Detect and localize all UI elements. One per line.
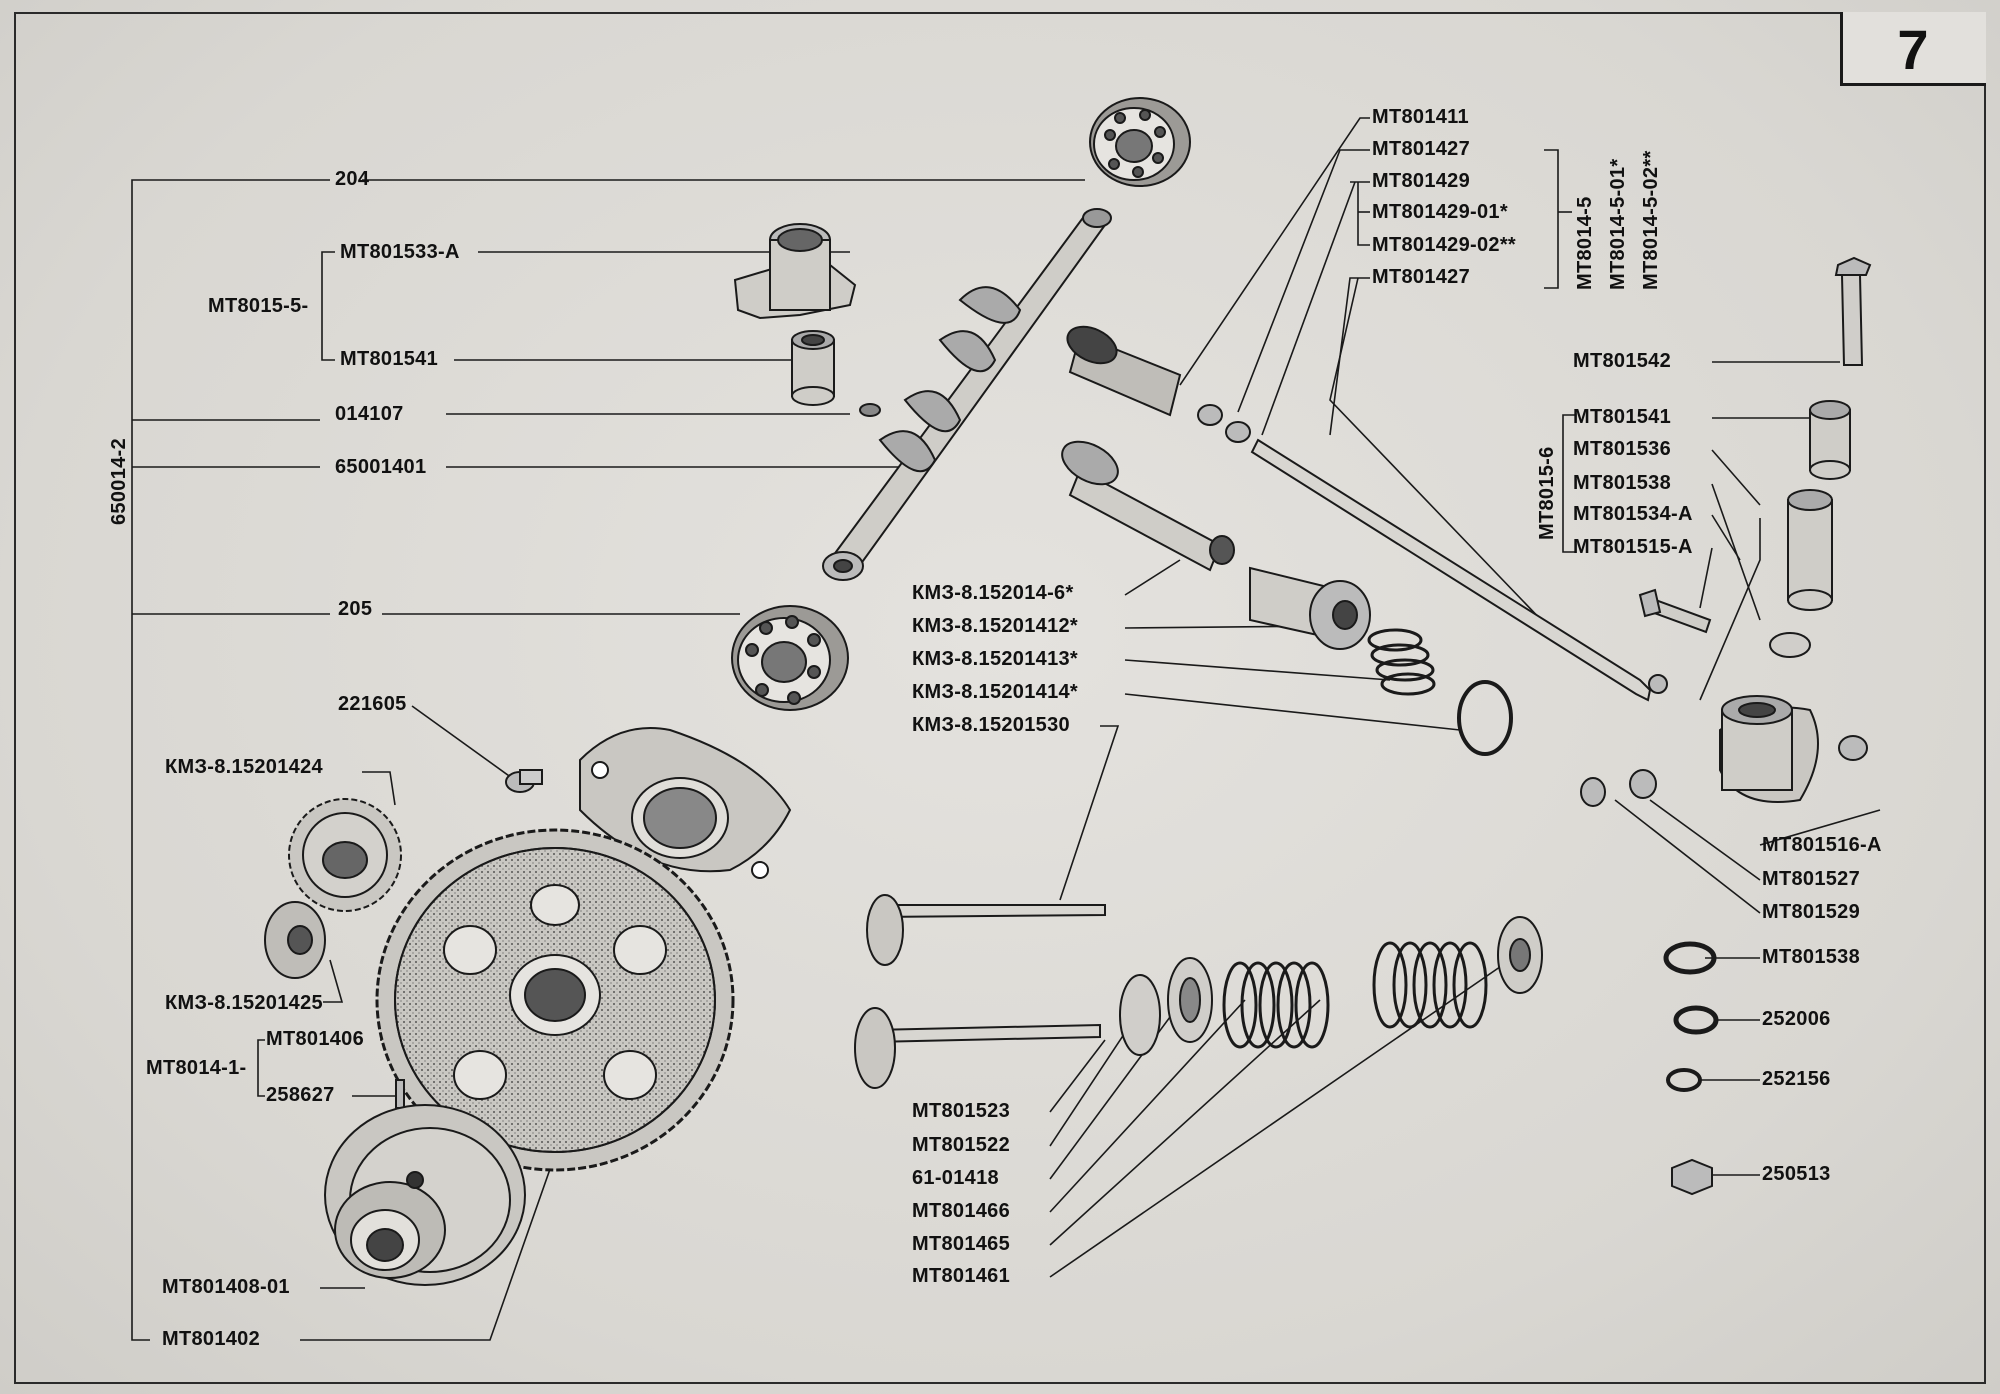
- label-mt801538-a: MT801538: [1573, 472, 1672, 494]
- label-mt801534a: MT801534-A: [1573, 503, 1693, 525]
- label-221605: 221605: [338, 693, 407, 715]
- spring-mt801465: [1372, 941, 1488, 1029]
- label-mt801402: MT801402: [162, 1328, 261, 1350]
- label-mt801427-a: MT801427: [1372, 138, 1471, 160]
- label-252156: 252156: [1762, 1068, 1831, 1090]
- label-kmz-15201413: КМЗ-8.15201413*: [912, 648, 1079, 670]
- spring-mt801466: [1222, 961, 1330, 1049]
- adjusting-screw-mt801429: [1225, 421, 1251, 443]
- label-mt801515a: MT801515-A: [1573, 536, 1693, 558]
- bracket-mt801533a: [733, 223, 857, 320]
- label-mt801533a: MT801533-A: [340, 241, 460, 263]
- label-mt8014-5: MT8014-5: [1574, 196, 1596, 290]
- label-mt801542: MT801542: [1573, 350, 1672, 372]
- label-mt801516a: MT801516-A: [1762, 834, 1882, 856]
- label-014107: 014107: [335, 403, 404, 425]
- hub-mt801408-01: [324, 1104, 526, 1286]
- label-mt801527: MT801527: [1762, 868, 1861, 890]
- label-65001401: 65001401: [335, 456, 427, 478]
- label-205: 205: [338, 598, 373, 620]
- label-mt801536: MT801536: [1573, 438, 1672, 460]
- page-number-box: [1840, 12, 1986, 86]
- label-204: 204: [335, 168, 370, 190]
- washer-kmz-425: [264, 901, 326, 979]
- label-mt801538-b: MT801538: [1762, 946, 1861, 968]
- washer-252006: [1673, 1005, 1719, 1035]
- washer-mt801538-lower: [1663, 941, 1717, 975]
- label-mt801523: MT801523: [912, 1100, 1011, 1122]
- label-mt8015-6: MT8015-6: [1536, 446, 1558, 540]
- label-mt801522: MT801522: [912, 1134, 1011, 1156]
- bearing-205: [731, 605, 849, 711]
- exhaust-valve: [854, 1007, 1101, 1089]
- cup-mt801527: [1580, 777, 1606, 807]
- key-014107: [859, 403, 881, 417]
- rocker-arm-mt801534a: [1719, 695, 1819, 803]
- large-gear-mt801402: [375, 828, 735, 1172]
- label-kmz-15201414: КМЗ-8.15201414*: [912, 681, 1079, 703]
- bushing-mt801541-left: [791, 330, 835, 406]
- label-mt801406: MT801406: [266, 1028, 365, 1050]
- nut-mt801516a: [1838, 735, 1868, 761]
- rotator-kmz-412: [1249, 566, 1371, 650]
- bolt-mt801515a: [1638, 588, 1712, 634]
- spring-cap-mt801461: [1497, 916, 1543, 994]
- screw-221605: [505, 769, 543, 793]
- label-mt801427-b: MT801427: [1372, 266, 1471, 288]
- label-kmz-15201412: КМЗ-8.15201412*: [912, 615, 1079, 637]
- tappet-mt801411: [1066, 325, 1182, 417]
- flange-plate: [579, 727, 792, 879]
- label-mt801429-01: MT801429-01*: [1372, 201, 1508, 223]
- leader-lines: [131, 117, 1881, 1341]
- camshaft-65001401: [822, 208, 1112, 581]
- label-mt8014-5-01: MT8014-5-01*: [1607, 158, 1629, 290]
- label-mt801429: MT801429: [1372, 170, 1471, 192]
- washer-mt801538-upper: [1769, 632, 1811, 658]
- page-frame: [14, 12, 1986, 1384]
- label-mt801411: MT801411: [1372, 106, 1469, 128]
- spacer-mt801536: [1787, 489, 1833, 611]
- screw-mt801529: [1629, 769, 1657, 799]
- label-mt8014-5-02: MT8014-5-02**: [1640, 150, 1662, 290]
- page-number: 7: [1897, 18, 1929, 81]
- label-mt8015-5: MT8015-5-: [208, 295, 309, 317]
- small-gear-kmz-424: [288, 798, 402, 912]
- intake-valve-kmz-530: [866, 894, 1106, 966]
- nut-250513: [1671, 1158, 1713, 1196]
- washer-mt801523: [1119, 974, 1161, 1056]
- tappet-guide-kmz-6: [1061, 440, 1235, 572]
- bushing-mt801541-right: [1809, 400, 1851, 480]
- snap-ring-kmz-414: [1457, 680, 1513, 756]
- adjusting-cup-mt801427: [1197, 404, 1223, 426]
- label-mt801429-02: MT801429-02**: [1372, 234, 1516, 256]
- label-mt801529: MT801529: [1762, 901, 1861, 923]
- label-mt8014-1: MT8014-1-: [146, 1057, 247, 1079]
- bolt-mt801542: [1834, 256, 1872, 366]
- label-mt801466: MT801466: [912, 1200, 1011, 1222]
- spring-kmz-413: [1367, 628, 1436, 696]
- label-258627: 258627: [266, 1084, 335, 1106]
- label-mt801541-left: MT801541: [340, 348, 439, 370]
- label-61-01418: 61-01418: [912, 1167, 999, 1189]
- label-mt801465: MT801465: [912, 1233, 1011, 1255]
- label-mt801408-01: MT801408-01: [162, 1276, 290, 1298]
- label-mt801541-right: MT801541: [1573, 406, 1672, 428]
- label-kmz-15201530: КМЗ-8.15201530: [912, 714, 1070, 736]
- lock-washer-252156: [1666, 1068, 1702, 1092]
- label-mt801461: MT801461: [912, 1265, 1011, 1287]
- label-650014-2: 650014-2: [108, 438, 130, 525]
- label-kmz-152014-6: КМЗ-8.152014-6*: [912, 582, 1074, 604]
- pin-258627: [395, 1079, 405, 1109]
- label-250513: 250513: [1762, 1163, 1831, 1185]
- label-kmz-15201425: КМЗ-8.15201425: [165, 992, 323, 1014]
- bearing-204: [1089, 97, 1191, 187]
- label-252006: 252006: [1762, 1008, 1831, 1030]
- push-rod: [1250, 438, 1668, 702]
- label-kmz-15201424: КМЗ-8.15201424: [165, 756, 323, 778]
